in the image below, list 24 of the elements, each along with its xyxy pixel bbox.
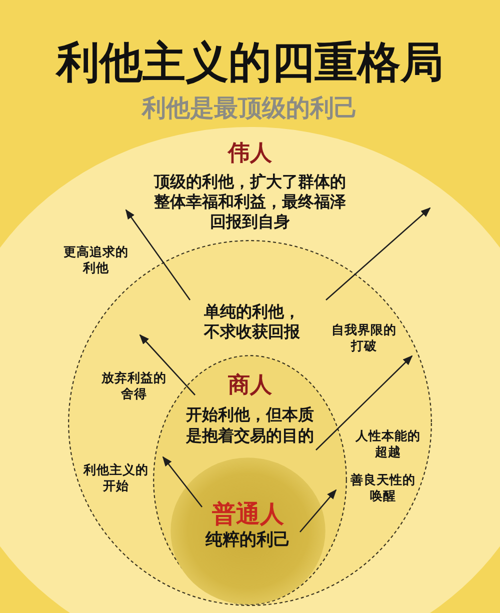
edge-label: 放弃利益的舍得	[102, 370, 166, 401]
tier-description: 纯粹的利己	[206, 530, 290, 551]
edge-label: 人性本能的超越	[356, 428, 420, 459]
arrow	[125, 209, 191, 300]
outer-tier-area	[0, 127, 500, 613]
tier-description: 顶级的利他，扩大了群体的整体幸福和利益，最终福泽回报到自身	[152, 172, 347, 232]
tier-description: 单纯的利他，不求收获回报	[202, 302, 301, 342]
edge-label: 自我界限的打破	[332, 322, 396, 353]
edge-label: 更高追求的利他	[64, 244, 128, 275]
tier-title: 普通人	[212, 499, 284, 529]
arrow	[162, 456, 203, 508]
core-disc	[170, 457, 326, 605]
tier-title: 伟人	[228, 140, 272, 168]
edge-label: 利他主义的开始	[84, 462, 148, 493]
diagram-title: 利他主义的四重格局	[56, 37, 444, 90]
tier-description: 开始利他，但本质是抱着交易的目的	[185, 404, 315, 446]
arrow	[326, 207, 431, 300]
edge-label: 善良天性的唤醒	[350, 472, 416, 503]
arrow	[316, 355, 413, 450]
tier-title: 商人	[228, 372, 272, 400]
arrow	[139, 334, 196, 396]
tier-ring	[153, 355, 347, 605]
arrow	[300, 489, 337, 532]
subtitle: 利他是最顶级的利己	[142, 93, 358, 123]
